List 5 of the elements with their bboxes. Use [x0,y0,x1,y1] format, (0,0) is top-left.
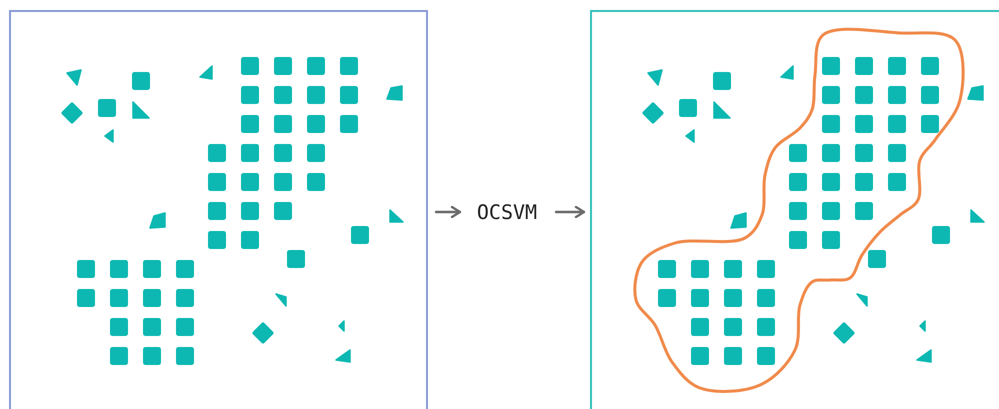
arrow [554,206,586,218]
method-label: OCSVM [476,200,538,224]
arrow [434,206,462,218]
plot-panel [590,10,999,409]
plot-panel [9,10,428,409]
